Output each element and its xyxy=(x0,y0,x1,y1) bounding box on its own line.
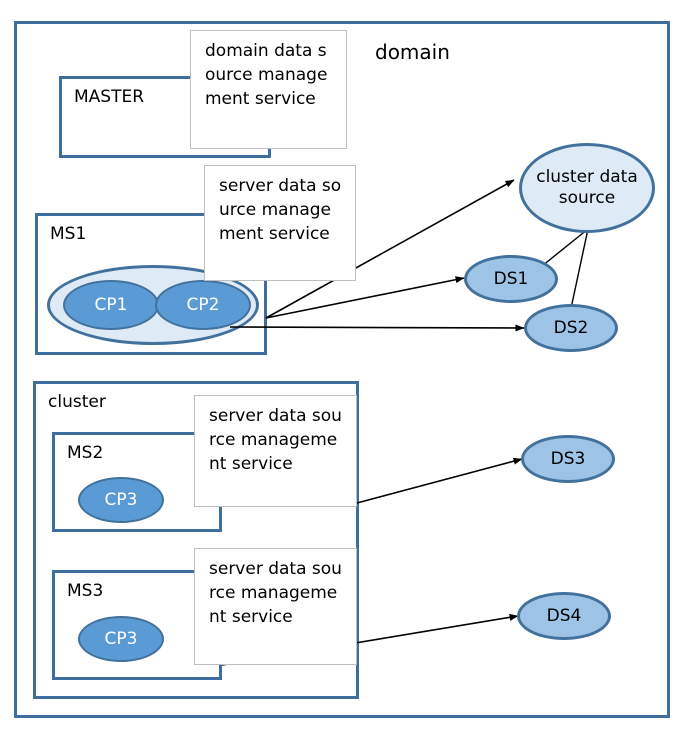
node-cluster-data-source[interactable]: cluster data source xyxy=(519,143,655,233)
container-domain[interactable] xyxy=(14,21,670,718)
container-ms1-label: MS1 xyxy=(50,224,87,244)
node-cp3-ms2[interactable]: CP3 xyxy=(78,477,164,523)
node-cp3-ms2-label: CP3 xyxy=(104,489,138,510)
container-ms2-label: MS2 xyxy=(67,443,104,463)
service-box-ms3[interactable]: server data source management service xyxy=(194,548,357,665)
domain-title: domain xyxy=(375,40,450,64)
node-ds2[interactable]: DS2 xyxy=(524,304,618,352)
container-ms1[interactable]: MS1 xyxy=(35,213,267,355)
container-master-label: MASTER xyxy=(74,87,145,107)
edge-cp2-to-ds2 xyxy=(229,324,525,332)
node-ds4[interactable]: DS4 xyxy=(517,592,611,640)
node-ds2-label: DS2 xyxy=(553,317,589,338)
node-cp3-ms3-label: CP3 xyxy=(104,628,138,649)
node-ds3[interactable]: DS3 xyxy=(521,435,615,483)
edge-cluster-data-source-to-ds2 xyxy=(569,228,589,314)
node-cp2-label: CP2 xyxy=(186,294,220,315)
container-cluster[interactable]: cluster xyxy=(33,381,359,699)
edge-ms1-to-cluster-data-source xyxy=(265,179,515,319)
node-cp2[interactable]: CP2 xyxy=(155,280,251,330)
node-ds4-label: DS4 xyxy=(546,605,582,626)
node-ds1-label: DS1 xyxy=(493,268,529,289)
edge-ms1-to-ds1 xyxy=(265,276,465,319)
service-box-ms2[interactable]: server data source management service xyxy=(194,395,357,507)
service-box-ms1[interactable]: server data source management service xyxy=(204,165,356,281)
node-cp1-label: CP1 xyxy=(94,294,128,315)
service-box-domain[interactable]: domain data source management service xyxy=(190,30,347,149)
node-ds3-label: DS3 xyxy=(550,448,586,469)
edge-ms2-to-ds3 xyxy=(356,457,523,504)
edge-cluster-data-source-to-ds1 xyxy=(541,228,589,267)
node-ds1[interactable]: DS1 xyxy=(464,255,558,303)
node-cluster-data-source-label: cluster data source xyxy=(536,167,638,208)
node-cp3-ms3[interactable]: CP3 xyxy=(78,616,164,662)
container-cluster-label: cluster xyxy=(48,392,106,412)
container-ms3-label: MS3 xyxy=(67,581,104,601)
node-cp1[interactable]: CP1 xyxy=(63,280,159,330)
